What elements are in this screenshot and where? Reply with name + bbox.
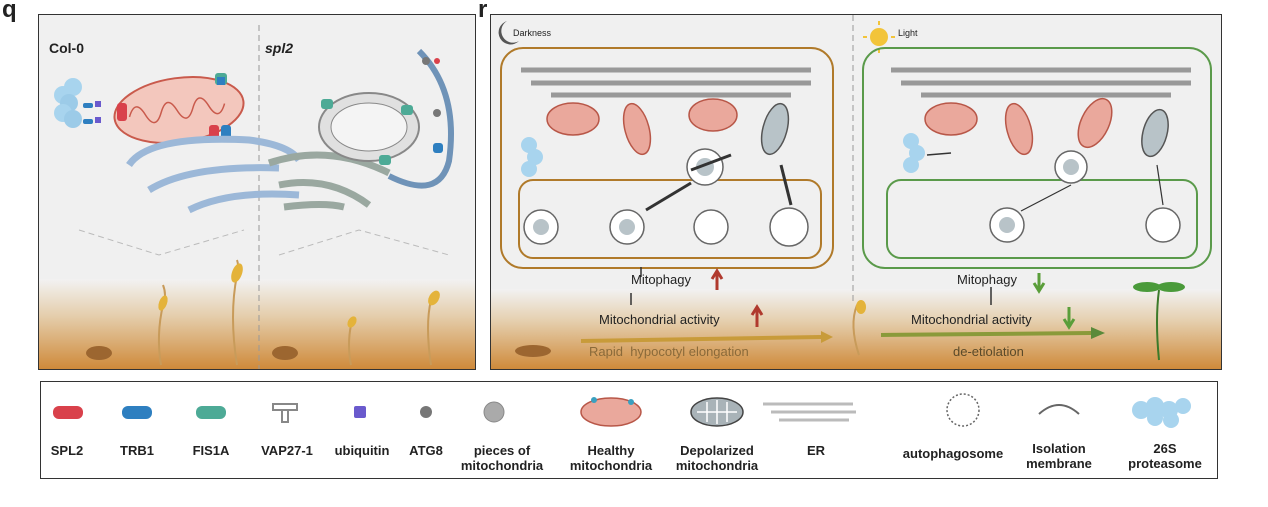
proteasome-icon [54, 78, 82, 128]
legend-label-depolarized: Depolarized mitochondria [675, 443, 759, 473]
autophagosomes-dark [523, 207, 809, 247]
proteasome-dark [521, 137, 543, 177]
autophagosome-icon [946, 393, 980, 427]
rapid-elongation-label: Rapid hypocotyl elongation [589, 344, 749, 359]
legend-label-vap27: VAP27-1 [261, 443, 313, 458]
legend-icons [53, 393, 1191, 428]
legend-label-pieces: pieces of mitochondria [460, 443, 544, 473]
legend-label-trb1: TRB1 [120, 443, 154, 458]
legend-label-er: ER [806, 443, 826, 458]
panel-r-letter: r [478, 0, 488, 23]
seedlings-q [86, 259, 440, 366]
moon-icon [498, 21, 519, 45]
soil-gradient-r [491, 289, 1221, 369]
legend-label-ubiquitin: ubiquitin [334, 443, 390, 458]
green-seedling [1133, 282, 1185, 361]
darkness-label: Darkness [513, 28, 552, 38]
legend-label-autophagosome: autophagosome [902, 446, 1004, 461]
col0-label: Col-0 [49, 40, 84, 56]
light-label: Light [898, 28, 918, 38]
mitophagy-label-dark: Mitophagy [631, 272, 691, 287]
isolation-membrane-icon [1038, 404, 1080, 415]
gray-circle-icon [483, 401, 505, 423]
panel-r-illustration [498, 15, 1212, 361]
er-network-right [267, 151, 391, 211]
panel-q-illustration [54, 25, 454, 369]
mito-activity-label-dark: Mitochondrial activity [599, 312, 720, 327]
blue-pill-icon [122, 406, 152, 419]
spl2-label: spl2 [265, 40, 294, 56]
mitos-dark [546, 98, 738, 156]
depolarized-light [1141, 108, 1169, 158]
teal-pill-icon [196, 406, 226, 419]
healthy-mito-icon [580, 397, 642, 427]
mitophagy-label-light: Mitophagy [957, 272, 1017, 287]
mito-activity-label-light: Mitochondrial activity [911, 312, 1032, 327]
deetiolation-label: de-etiolation [953, 344, 1024, 359]
t-shape-icon [272, 403, 298, 423]
panel-q-letter: q [2, 0, 17, 23]
purple-square-icon [354, 406, 366, 418]
depolarized-mitochondrion [318, 92, 420, 162]
proteasome-icon [1132, 397, 1191, 428]
panel-q: Col-0 spl2 [38, 14, 476, 370]
mitos-light [924, 97, 1113, 156]
legend-label-atg8: ATG8 [409, 443, 443, 458]
depolarized-dark [760, 102, 790, 156]
panel-r: Darkness Light Mitophagy Mitochondrial a… [490, 14, 1222, 370]
proteasome-light [903, 133, 925, 173]
depolarized-mito-icon [690, 397, 744, 427]
legend-label-fis1a: FIS1A [192, 443, 230, 458]
isolation-membrane [387, 48, 454, 189]
legend: SPL2 TRB1 FIS1A VAP27-1 ubiquitin ATG8 p… [40, 381, 1218, 479]
sun-icon [863, 21, 895, 53]
legend-label-isolation: Isolation membrane [1026, 441, 1092, 471]
er-icon [763, 402, 856, 422]
legend-label-proteasome: 26S proteasome [1128, 441, 1202, 471]
gray-dot-icon [420, 406, 432, 418]
er-network-left [126, 135, 302, 214]
er-r [521, 67, 1191, 98]
legend-label-healthy: Healthy mitochondria [569, 443, 653, 473]
autophagosomes-light [989, 207, 1181, 243]
red-pill-icon [53, 406, 83, 419]
legend-label-spl2: SPL2 [50, 443, 84, 458]
